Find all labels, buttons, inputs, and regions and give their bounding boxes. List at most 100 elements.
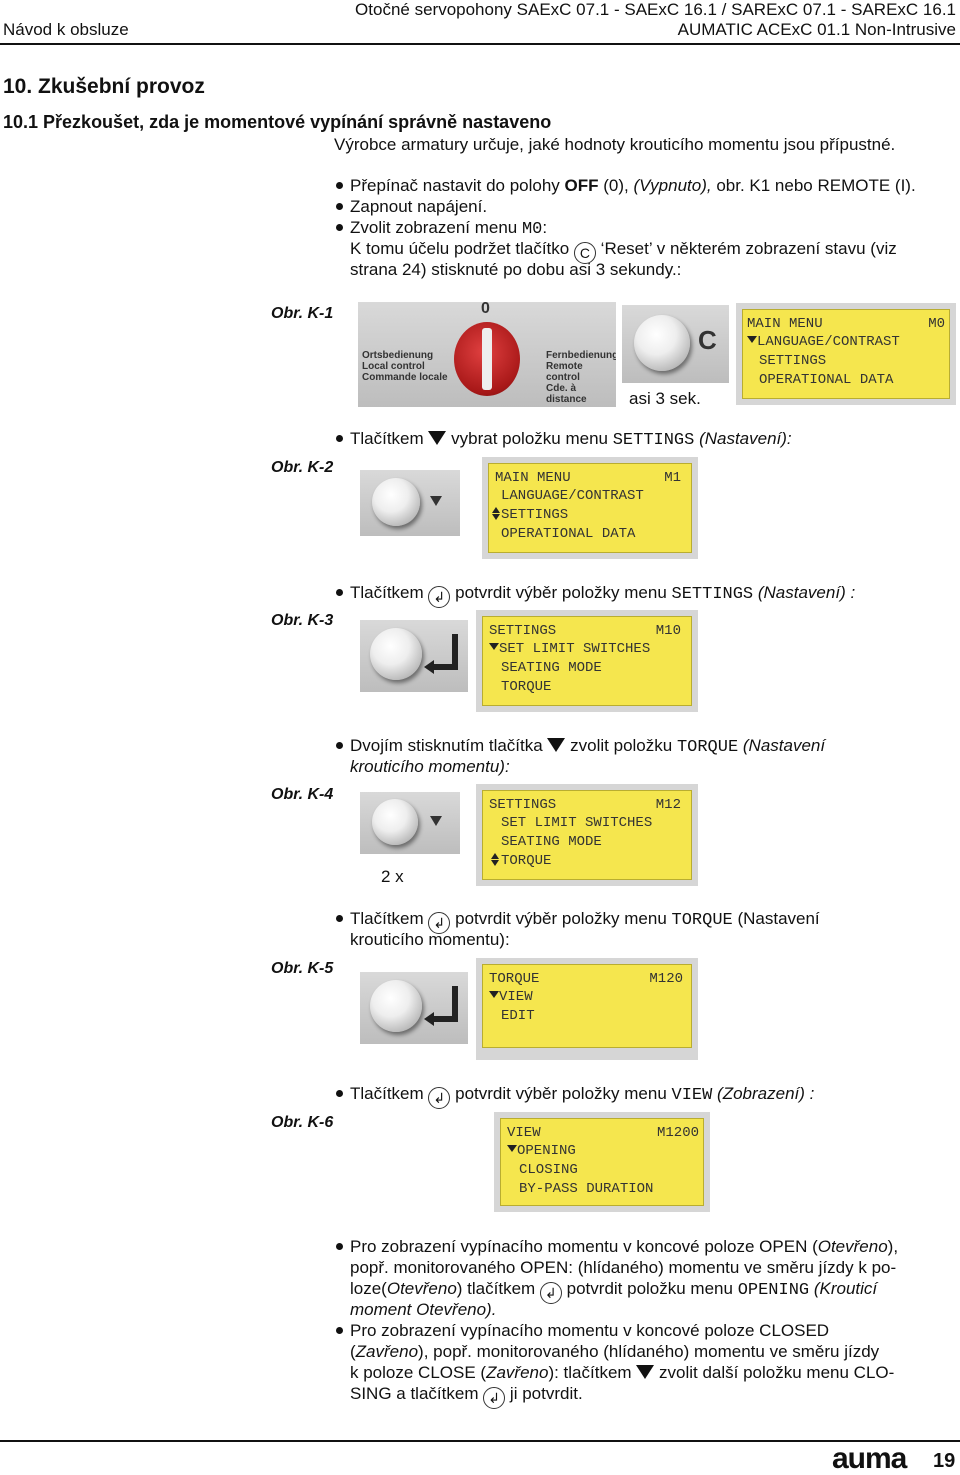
enter-button-photo — [360, 620, 468, 692]
note-1-line4: moment Otevřeno). — [350, 1300, 497, 1319]
cursor-down-icon — [507, 1145, 517, 1152]
local-label-fr: Commande locale — [362, 372, 448, 383]
local-label-de: Ortsbedienung — [362, 350, 434, 361]
enter-arrow-icon — [424, 660, 434, 674]
note-2-line4: SING a tlačítkem ↲ ji potvrdit. — [350, 1383, 583, 1409]
note-1-line1: Pro zobrazení vypínacího momentu v konco… — [335, 1236, 898, 1257]
note-2-l3-d: zvolit další položku menu CLO- — [654, 1363, 895, 1382]
fig-k4-label: Obr. K-4 — [271, 786, 334, 803]
note-1-l1-a: Pro zobrazení vypínacího momentu v konco… — [350, 1237, 818, 1256]
enter-button-icon: ↲ — [428, 912, 451, 934]
step-1-off: OFF — [564, 176, 599, 195]
lcd-m10-item-3: TORQUE — [501, 679, 552, 695]
lcd-m10-item-1-text: SET LIMIT SWITCHES — [499, 641, 651, 657]
lcd-m0-title: MAIN MENU — [747, 316, 823, 332]
fig-k2-menu-name: SETTINGS — [612, 431, 695, 450]
cursor-down-icon — [489, 643, 499, 650]
fig-k5-instruction: Tlačítkem ↲ potvrdit výběr položky menu … — [336, 908, 820, 934]
step-2: Zapnout napájení. — [335, 197, 488, 216]
down-button-icon — [636, 1365, 655, 1379]
lcd-m12: SETTINGS M12 SET LIMIT SWITCHES SEATING … — [482, 790, 692, 880]
lcd-m12-frame: SETTINGS M12 SET LIMIT SWITCHES SEATING … — [476, 784, 698, 886]
enter-button-photo-2 — [360, 972, 468, 1044]
selector-knob-grip — [482, 328, 492, 390]
lcd-m0-item-2: SETTINGS — [759, 353, 827, 369]
lcd-m1200-item-2: CLOSING — [519, 1162, 578, 1178]
step-1: Přepínač nastavit do polohy OFF (0), (Vy… — [336, 175, 916, 196]
fig-k2-instruction: Tlačítkem vybrat položku menu SETTINGS (… — [336, 428, 792, 451]
lcd-m120-code: M120 — [649, 971, 683, 987]
enter-button-icon: ↲ — [428, 586, 451, 608]
enter-button-icon: ↲ — [428, 1087, 451, 1109]
reset-button-photo: C — [622, 305, 729, 383]
lcd-m12-title: SETTINGS — [489, 797, 557, 813]
section-subtitle: 10.1 Přezkoušet, zda je momentové vypíná… — [3, 112, 552, 132]
lcd-m1200: VIEW M1200 OPENING CLOSING BY-PASS DURAT… — [500, 1118, 704, 1206]
enter-button-icon: ↲ — [483, 1387, 506, 1409]
step-1-vypnuto: (Vypnuto), — [633, 176, 712, 195]
cursor-down-icon — [747, 336, 757, 343]
enter-arrow-base — [432, 1016, 458, 1022]
step-3-line3: strana 24) stisknuté po dobu asi 3 sekun… — [350, 260, 682, 279]
down-button-icon — [547, 738, 566, 752]
fig-k6-instruction: Tlačítkem ↲ potvrdit výběr položky menu … — [335, 1083, 814, 1109]
fig-k2-text-d: (Nastavení): — [694, 429, 792, 448]
section-title: 10. Zkušební provoz — [3, 75, 205, 98]
lcd-m1200-code: M1200 — [656, 1125, 699, 1141]
note-1-l3-d: potvrdit položku menu — [561, 1279, 738, 1298]
step-3: Zvolit zobrazení menu M0: — [335, 217, 547, 240]
cursor-down-icon — [489, 991, 499, 998]
note-1-line3: loze(Otevřeno) tlačítkem ↲ potvrdit polo… — [350, 1278, 877, 1304]
note-2-l2-c: ), popř. monitorovaného (hlídaného) mome… — [418, 1342, 880, 1361]
down-arrow-icon — [430, 496, 442, 506]
step-3-line2-a: K tomu účelu podržet tlačítko — [350, 239, 574, 258]
page-number: 19 — [933, 1450, 956, 1472]
fig-k6-label: Obr. K-6 — [271, 1114, 334, 1131]
step-1-text-c: (0), — [598, 176, 634, 195]
lcd-m12-item-1: SET LIMIT SWITCHES — [501, 815, 653, 831]
down-button-knob — [372, 478, 420, 526]
remote-control-label: Fernbedienung Remote control Cde. à dist… — [546, 350, 616, 405]
lcd-m1-code: M1 — [664, 470, 681, 486]
cursor-updown-icon — [492, 507, 500, 520]
lcd-m10-frame: SETTINGS M10 SET LIMIT SWITCHES SEATING … — [476, 610, 698, 712]
lcd-m120: TORQUE M120 VIEW EDIT — [482, 964, 692, 1048]
lcd-m1-item-1: LANGUAGE/CONTRAST — [501, 488, 644, 504]
hold-duration: asi 3 sek. — [629, 389, 701, 408]
enter-arrow-icon — [424, 1012, 434, 1026]
lcd-m10: SETTINGS M10 SET LIMIT SWITCHES SEATING … — [482, 616, 692, 706]
press-twice: 2 x — [381, 867, 404, 886]
fig-k3-text-b: potvrdit výběr položky menu — [450, 583, 672, 602]
down-arrow-icon — [430, 816, 442, 826]
down-button-photo-2 — [360, 792, 460, 854]
note-2-l2-b: Zavřeno — [355, 1342, 419, 1361]
fig-k4-text-d: (Nastavení — [738, 736, 826, 755]
note-2-l3-b: Zavřeno — [486, 1363, 549, 1382]
note-2-l4-b: ji potvrdit. — [505, 1384, 583, 1403]
lcd-m12-item-3: TORQUE — [501, 853, 552, 869]
fig-k6-menu-name: VIEW — [671, 1086, 713, 1105]
lcd-m0-item-1-text: LANGUAGE/CONTRAST — [757, 334, 900, 350]
auma-logo: auma — [832, 1442, 907, 1475]
lcd-m10-code: M10 — [655, 623, 681, 639]
note-1-l3-a: loze( — [350, 1279, 387, 1298]
lcd-m1: MAIN MENU M1 LANGUAGE/CONTRAST SETTINGS … — [488, 463, 692, 553]
down-button-photo — [360, 470, 460, 536]
down-button-icon — [428, 431, 447, 445]
note-1-l1-b: Otevřeno — [817, 1237, 888, 1256]
note-2-l4-a: SING a tlačítkem — [350, 1384, 484, 1403]
lcd-m120-item-2: EDIT — [501, 1008, 535, 1024]
fig-k4-text-a: Dvojím stisknutím tlačítka — [350, 736, 548, 755]
lcd-m1200-item-1-text: OPENING — [517, 1143, 576, 1159]
remote-label-de: Fernbedienung — [546, 350, 616, 361]
lcd-m0-code: M0 — [928, 316, 945, 332]
fig-k5-text-d: (Nastavení — [732, 909, 820, 928]
enter-arrow-stem — [452, 986, 458, 1022]
local-label-en: Local control — [362, 361, 425, 372]
fig-k5-text-a: Tlačítkem — [350, 909, 429, 928]
fig-k4-menu-name: TORQUE — [676, 738, 739, 757]
fig-k6-text-b: potvrdit výběr položky menu — [450, 1084, 672, 1103]
fig-k3-text-a: Tlačítkem — [350, 583, 429, 602]
fig-k2-text-a: Tlačítkem — [350, 429, 429, 448]
note-1-l3-b: Otevřeno — [386, 1279, 457, 1298]
